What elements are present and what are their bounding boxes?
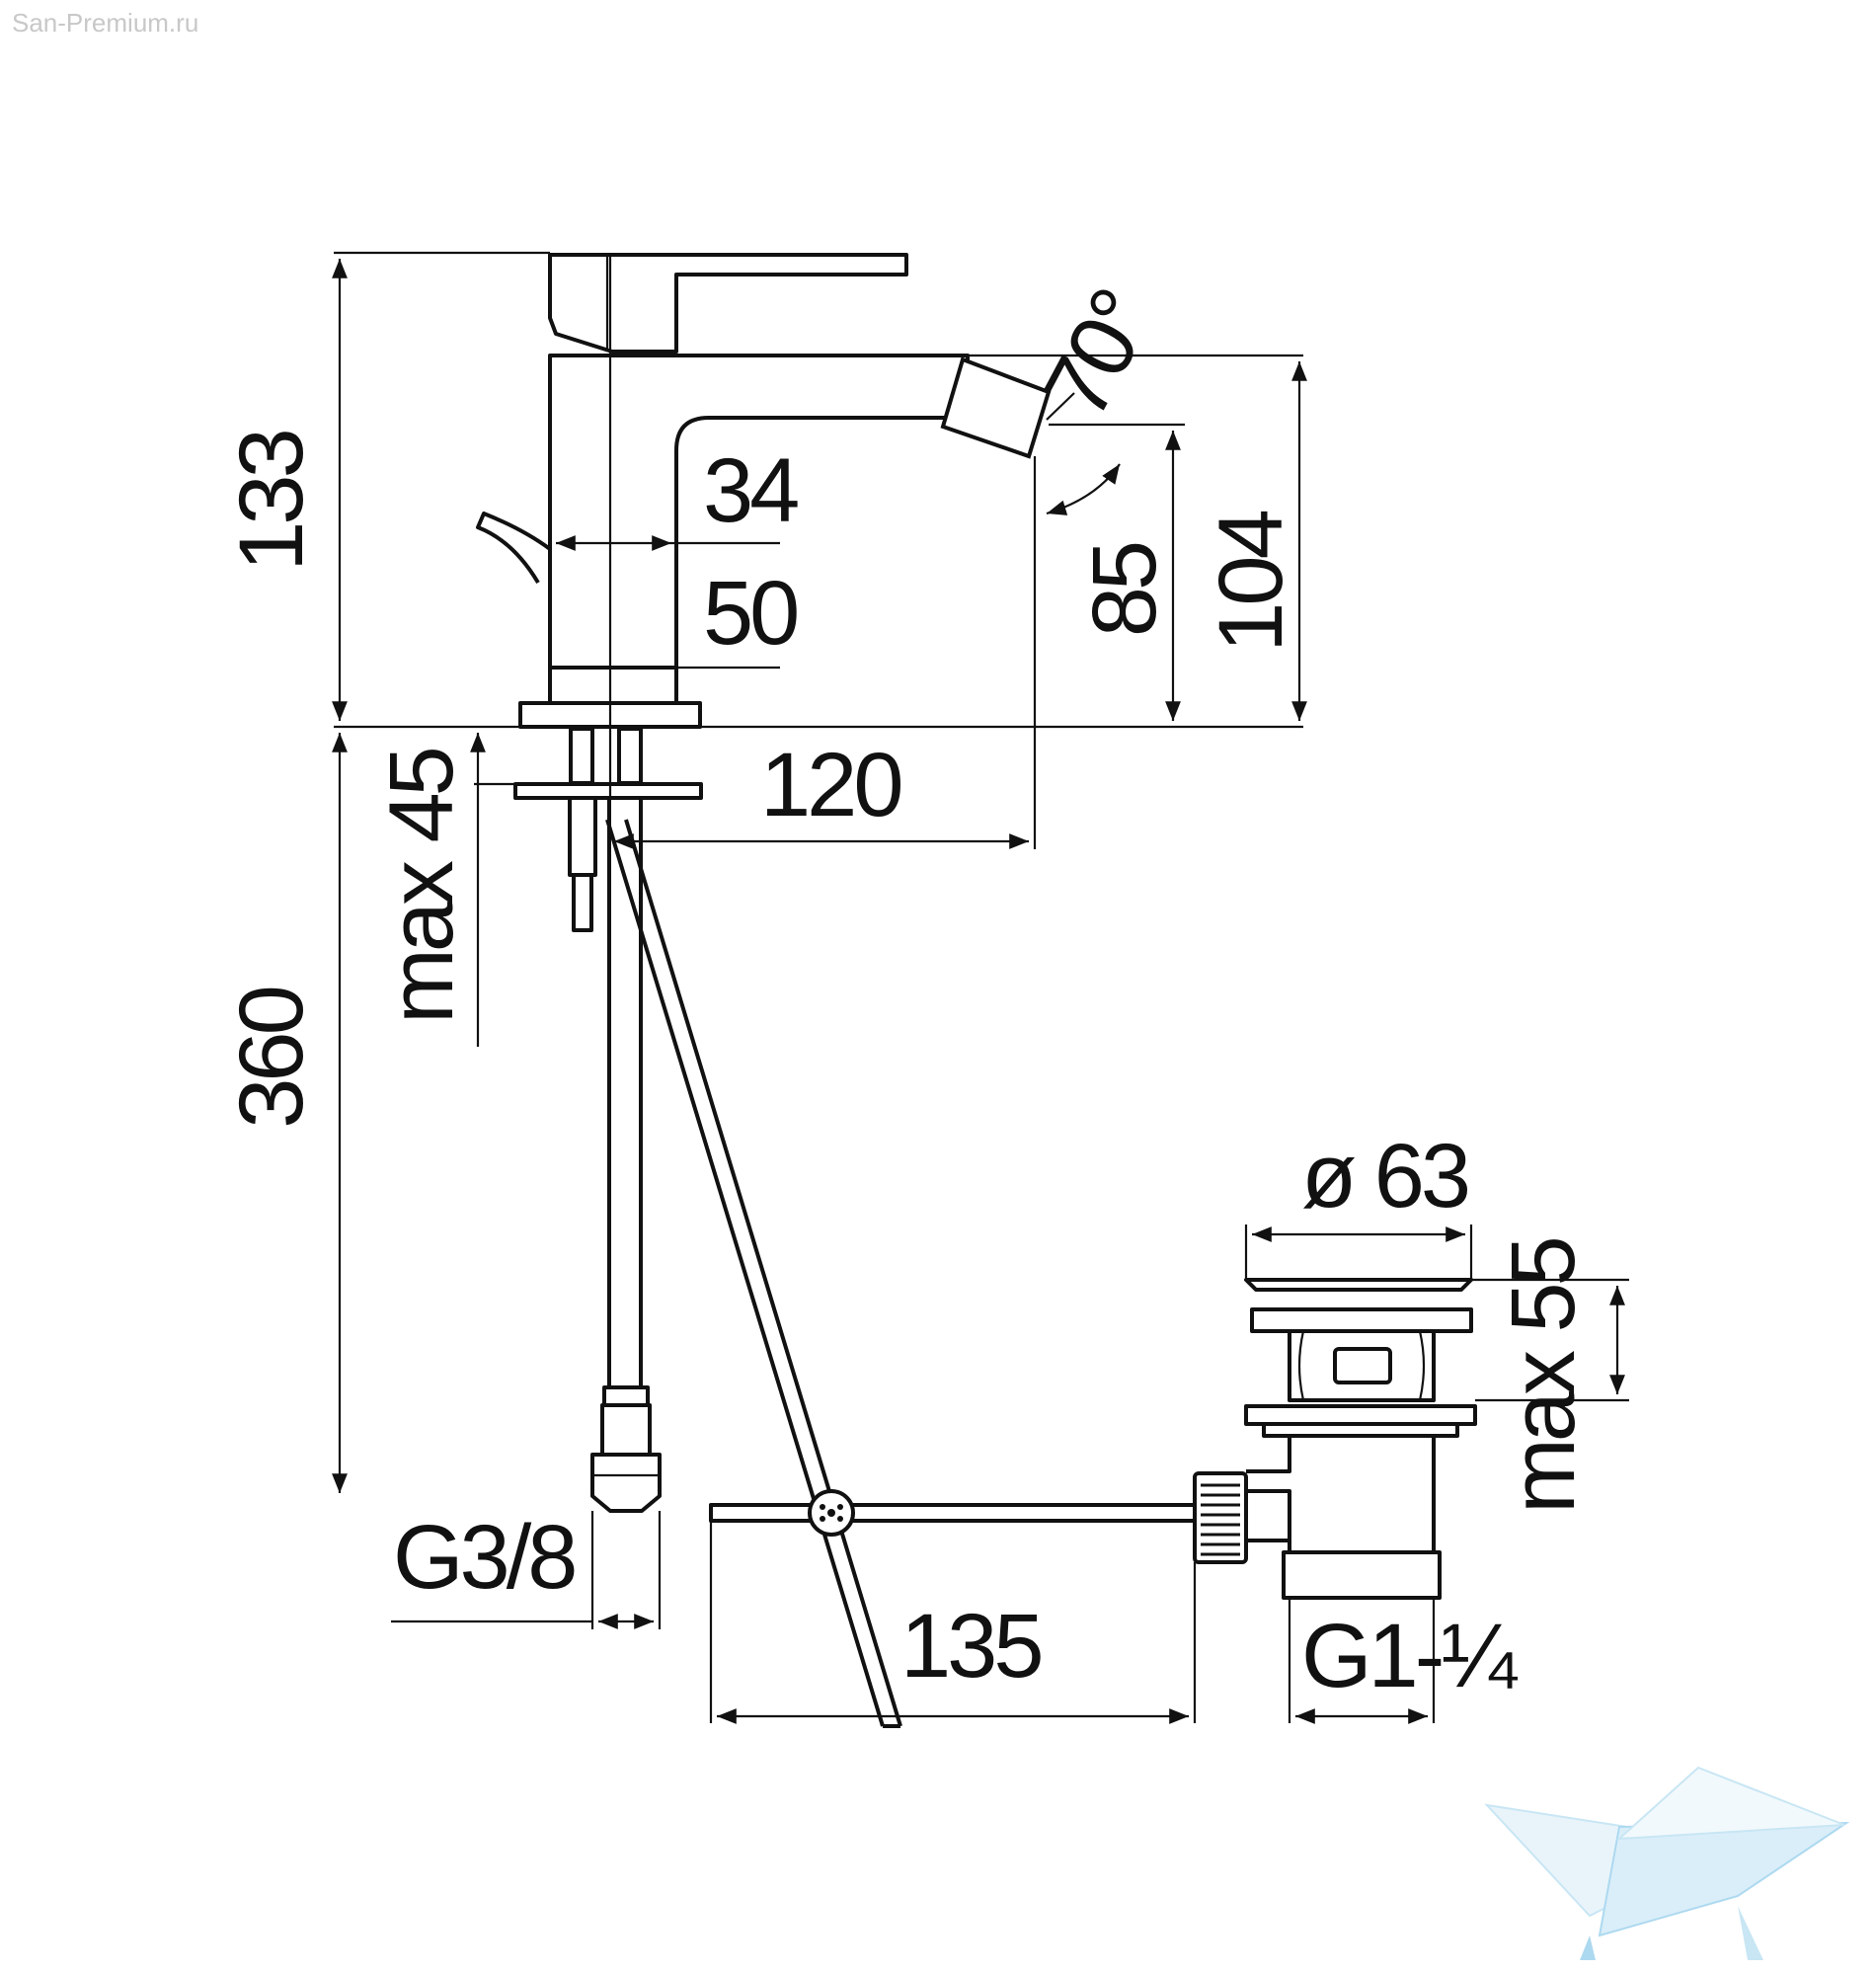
dim-angle-70: 70° xyxy=(1025,276,1173,434)
dim-135: 135 xyxy=(900,1596,1041,1697)
dim-360: 360 xyxy=(221,988,322,1128)
watermark-text: San-Premium.ru xyxy=(12,8,199,38)
dim-50: 50 xyxy=(703,563,797,664)
dim-120: 120 xyxy=(760,735,900,835)
waste-drain xyxy=(1193,1278,1477,1600)
dim-max-55: max 55 xyxy=(1493,1238,1594,1514)
bathtub-logo xyxy=(1484,1766,1850,1960)
dim-diameter-63: ø 63 xyxy=(1301,1126,1468,1226)
dimension-lines xyxy=(332,251,1629,1724)
faucet-body xyxy=(476,253,1052,932)
dim-34: 34 xyxy=(703,440,798,541)
dim-g1-1-4: G1-¼ xyxy=(1301,1606,1518,1706)
dim-85: 85 xyxy=(1074,543,1175,637)
dim-104: 104 xyxy=(1201,511,1301,652)
nozzle xyxy=(940,356,1052,459)
flexible-hose xyxy=(590,798,662,1513)
pop-up-rod xyxy=(605,819,1216,1728)
dim-max-45: max 45 xyxy=(371,749,472,1024)
dim-g3-8: G3/8 xyxy=(393,1507,575,1608)
dim-133: 133 xyxy=(221,431,322,571)
